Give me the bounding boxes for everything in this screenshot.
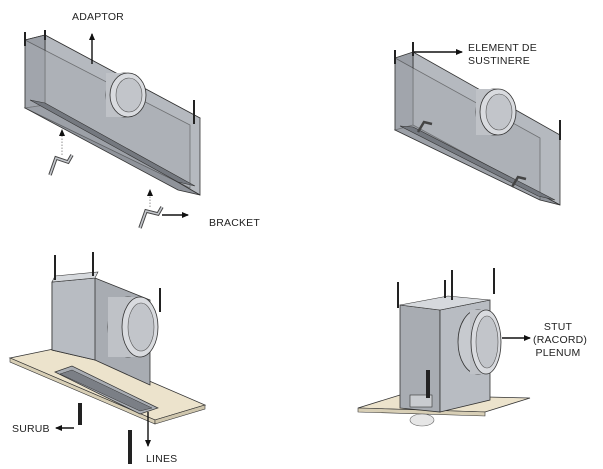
screw <box>78 403 82 425</box>
panel-ceiling-install <box>8 252 207 464</box>
ceiling-tile-edge <box>154 404 206 425</box>
plenum-box-side <box>51 277 96 361</box>
bracket-part <box>49 154 73 176</box>
diffuser-bottom <box>409 413 435 427</box>
panel-plenum-collar <box>357 268 531 427</box>
collar-inner <box>485 93 513 131</box>
collar-inner <box>115 77 143 113</box>
bracket-part <box>416 120 433 133</box>
panel-adaptor-bracket <box>23 30 201 229</box>
plenum-opening <box>29 99 196 187</box>
bracket-part <box>510 175 527 188</box>
label-element-line1: ELEMENT DE <box>468 42 537 54</box>
label-lines: LINES <box>146 453 178 465</box>
plenum-box-top <box>399 295 491 311</box>
label-stut-line1: STUT <box>543 321 573 333</box>
label-surub: SURUB <box>12 423 50 435</box>
label-element-line2: SUSTINERE <box>468 55 530 67</box>
collar-inner <box>127 302 155 352</box>
label-bracket: BRACKET <box>209 217 260 229</box>
line-rod <box>426 370 430 398</box>
line-rod <box>128 430 132 464</box>
label-adaptor: ADAPTOR <box>72 11 124 23</box>
linear-diffuser <box>59 369 153 412</box>
collar-inner <box>475 315 499 369</box>
panel-support-element <box>393 42 561 206</box>
label-stut-line3: PLENUM <box>535 347 581 359</box>
label-stut-line2: (RACORD) <box>533 334 588 346</box>
bracket-part <box>139 206 163 229</box>
